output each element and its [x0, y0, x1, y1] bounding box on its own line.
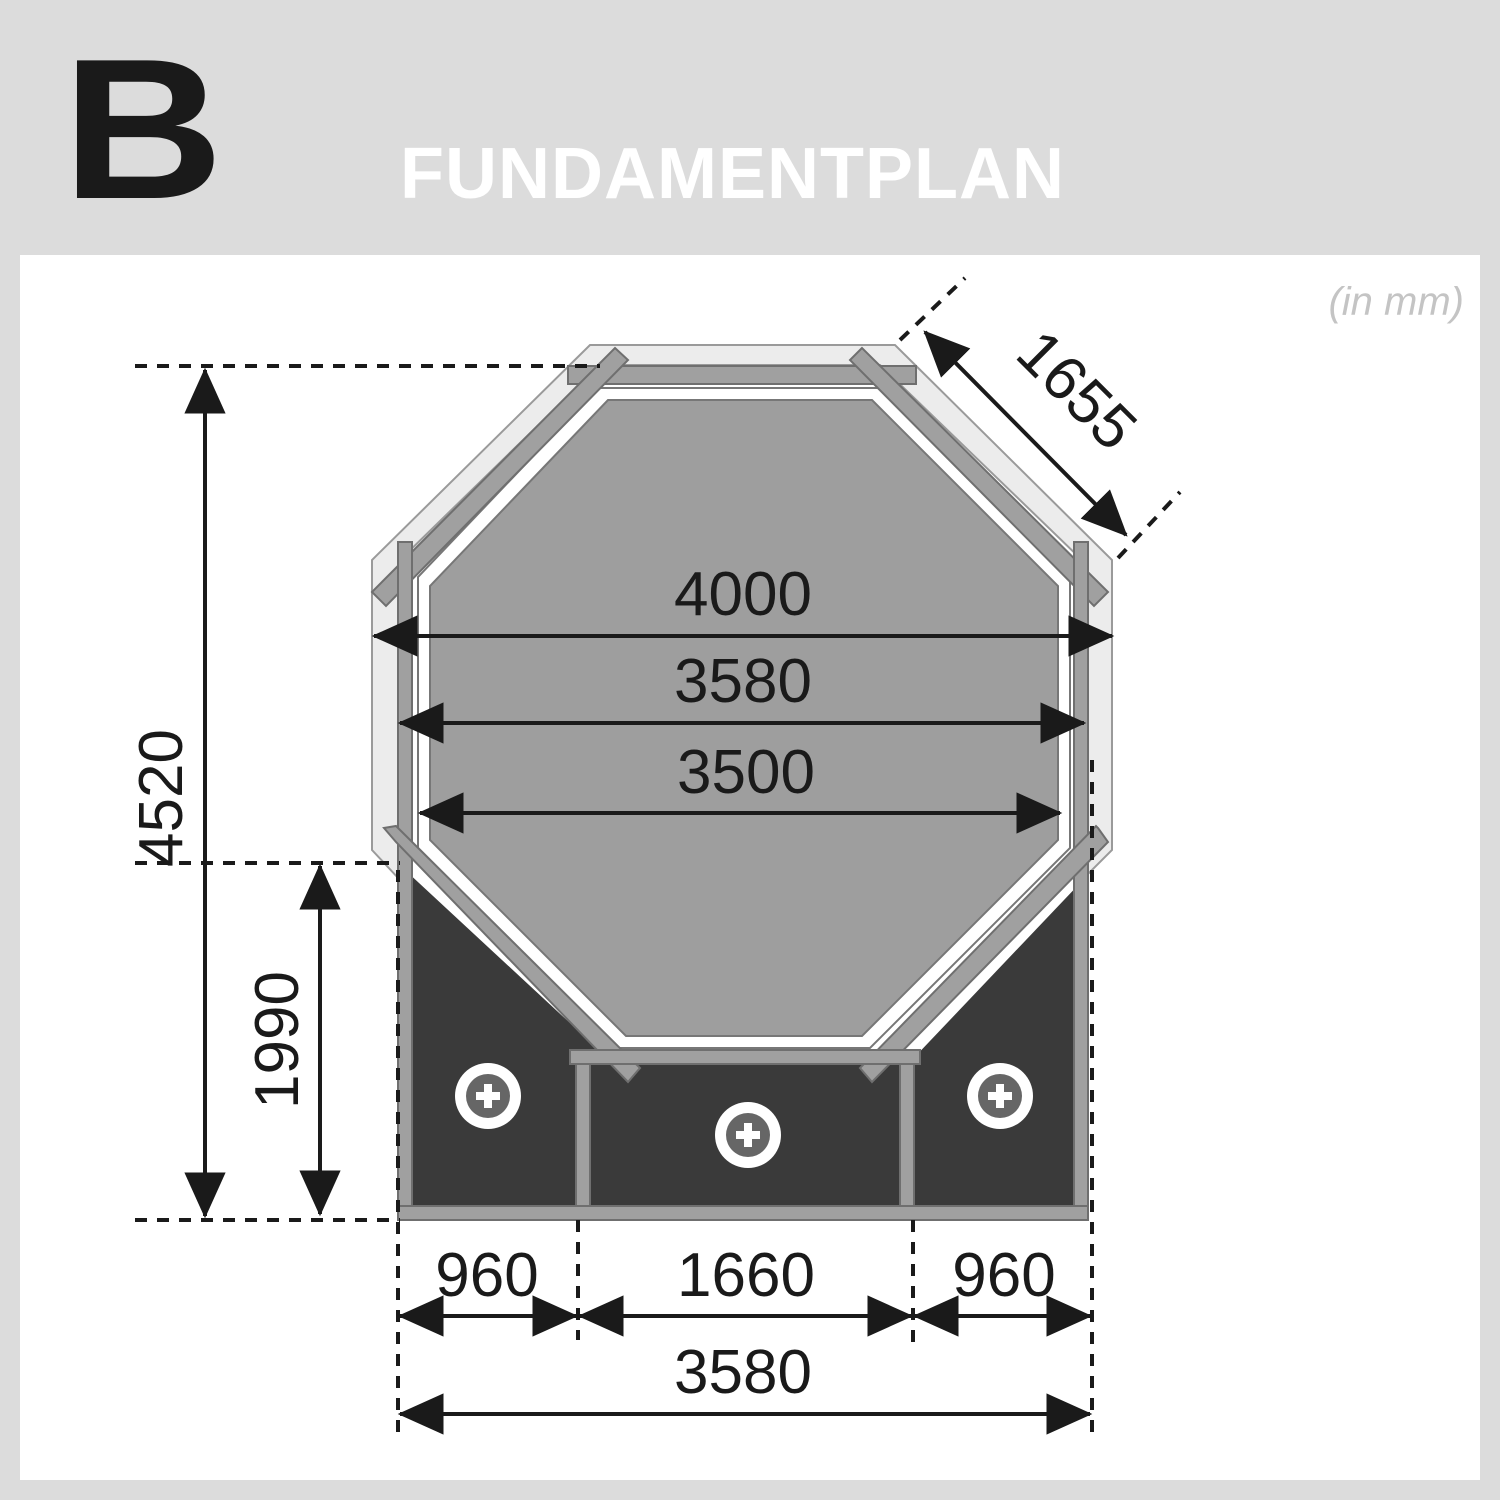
dim-front-depth: 1990: [243, 971, 312, 1109]
dim-diagonal-side: 1655: [1003, 317, 1149, 463]
dim-bottom-right: 960: [952, 1241, 1055, 1310]
dim-bottom-center: 1660: [677, 1241, 815, 1310]
dim-width-outer: 4000: [674, 560, 812, 629]
section-letter: B: [62, 18, 224, 241]
plus-circle-icon: [715, 1102, 781, 1168]
unit-note: (in mm): [1328, 280, 1464, 324]
dim-width-mid: 3580: [674, 647, 812, 716]
page-title: FUNDAMENTPLAN: [400, 134, 1065, 214]
dim-bottom-total: 3580: [674, 1338, 812, 1407]
dim-width-inner: 3500: [677, 738, 815, 807]
dim-total-depth: 4520: [127, 729, 196, 867]
dim-bottom-left: 960: [435, 1241, 538, 1310]
plus-circle-icon: [455, 1063, 521, 1129]
dimension-arrows: [184, 330, 1128, 1435]
header-bar: B FUNDAMENTPLAN: [0, 0, 1500, 255]
plus-circle-icon: [967, 1063, 1033, 1129]
